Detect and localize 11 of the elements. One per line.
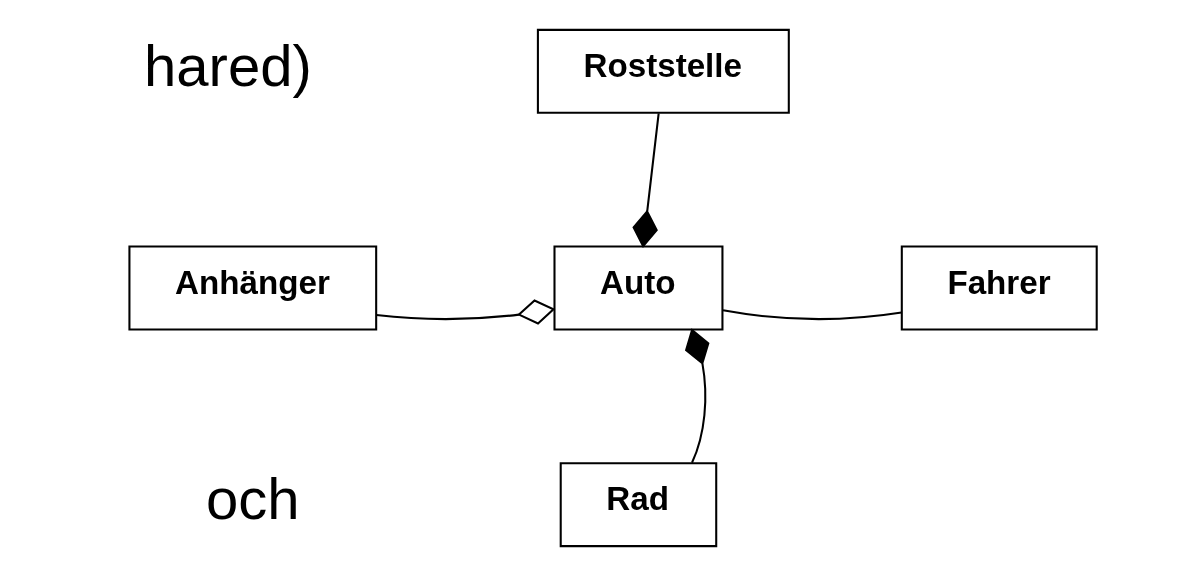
- label: hared): [143, 32, 312, 98]
- node-box: Fahrer: [900, 245, 1098, 331]
- node-box: Auto: [552, 245, 723, 331]
- node-box: Anhänger: [127, 245, 377, 331]
- connector: [722, 309, 902, 321]
- connector: [375, 299, 555, 325]
- connector: [684, 328, 709, 464]
- label: och: [205, 465, 300, 531]
- connector: [631, 113, 660, 248]
- node-box: Rad: [559, 462, 717, 548]
- node-box: Roststelle: [536, 28, 790, 114]
